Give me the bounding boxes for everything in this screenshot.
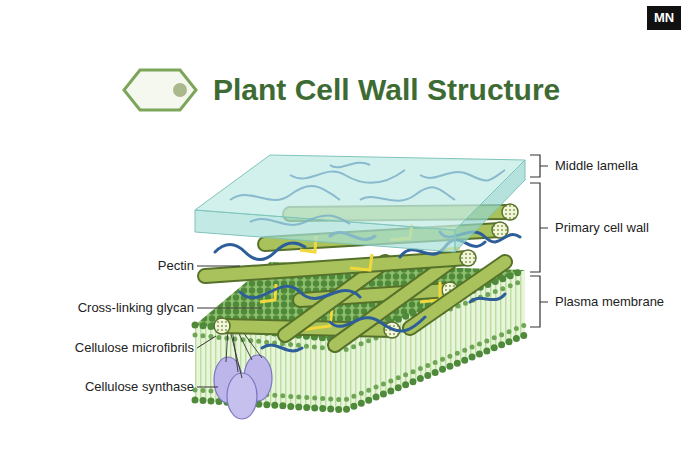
title: Plant Cell Wall Structure	[213, 72, 560, 108]
fibril-end	[502, 204, 518, 220]
logo-box	[647, 6, 681, 30]
layer-label: Plasma membrane	[555, 294, 664, 310]
part-label: Cross-linking glycan	[78, 300, 194, 316]
cellulose-synthase	[214, 328, 272, 419]
nucleus-icon	[173, 83, 187, 97]
fibril	[205, 258, 468, 276]
fibril-outline	[205, 258, 468, 276]
cell-icon	[124, 70, 196, 110]
logo-text: MN	[647, 6, 681, 30]
synthase-subunit	[227, 373, 257, 419]
middle-lamella	[195, 155, 525, 252]
part-label: Cellulose synthase	[85, 379, 194, 395]
lamella-pectin	[230, 163, 505, 225]
layer-label: Primary cell wall	[555, 220, 649, 236]
lamella-top	[195, 155, 525, 230]
part-label: Pectin	[158, 258, 194, 274]
pectin-strand	[240, 286, 505, 351]
fibril-end	[460, 250, 476, 266]
glucan-chain	[226, 328, 262, 378]
fibril-end	[214, 318, 230, 334]
layer-label: Middle lamella	[555, 158, 638, 174]
part-label: Cellulose microfibrils	[75, 340, 194, 356]
leader-line	[197, 266, 262, 387]
bracket	[530, 155, 548, 327]
